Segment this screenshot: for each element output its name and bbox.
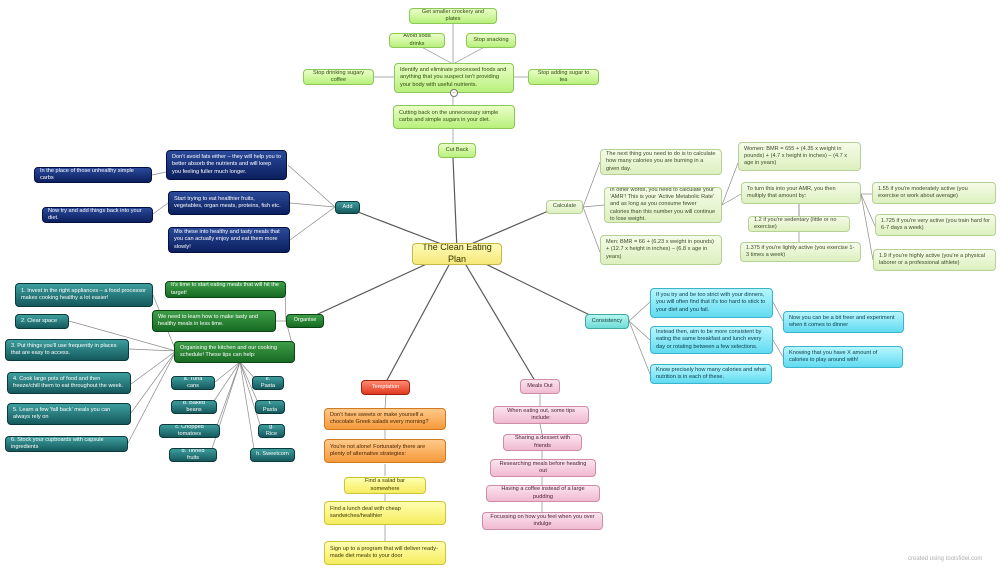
node-frequent-things[interactable]: 3. Put things you'll use frequently in p… — [5, 339, 129, 361]
node-invest-appliances[interactable]: 1. Invest in the right appliances – a fo… — [15, 283, 153, 307]
node-stock-cupboards[interactable]: 6. Stock your cupboards with capsule ing… — [5, 436, 128, 452]
node-temptation[interactable]: Temptation — [361, 380, 410, 395]
node-turn-to-amr[interactable]: To turn this into your AMR, you then mul… — [741, 182, 861, 204]
credit-text: created using toolsfidel.com — [908, 556, 983, 562]
node-clear-space[interactable]: 2. Clear space — [15, 314, 69, 329]
node-consistent-meals[interactable]: Instead then, aim to be more consistent … — [650, 326, 773, 354]
node-add-back[interactable]: Now try and add things back into your di… — [42, 207, 153, 223]
node-cut-back[interactable]: Cut Back — [438, 143, 476, 158]
node-not-alone[interactable]: You're not alone! Fortunately there are … — [324, 439, 446, 463]
node-coffee-pudding[interactable]: Having a coffee instead of a large puddi… — [486, 485, 600, 502]
node-know-calories[interactable]: Know precisely how many calories and wha… — [650, 364, 772, 384]
node-eating-out-tips[interactable]: When eating out, some tips include: — [493, 406, 589, 424]
node-factor-moderately[interactable]: 1.55 if you're moderately active (you ex… — [872, 182, 996, 204]
node-stop-snacking[interactable]: Stop snacking — [466, 33, 516, 48]
node-hit-target[interactable]: It's time to start eating meals that wil… — [165, 281, 286, 298]
node-salad-bar[interactable]: Find a salad bar somewhere — [344, 477, 426, 494]
node-over-indulge[interactable]: Focussing on how you feel when you over … — [482, 512, 603, 530]
node-factor-sedentary[interactable]: 1.2 if you're sedentary (little or no ex… — [748, 216, 850, 232]
node-rice[interactable]: g. Rice — [258, 424, 285, 438]
node-women-bmr[interactable]: Women: BMR = 655 + (4.35 x weight in pou… — [738, 142, 861, 171]
node-factor-very[interactable]: 1.725 if you're very active (you train h… — [875, 214, 996, 236]
node-amr[interactable]: In other words, you need to calculate yo… — [604, 187, 722, 223]
node-sweetcorn[interactable]: h. Sweetcorn — [250, 448, 295, 462]
collapse-badge[interactable]: – — [450, 89, 458, 97]
node-calc-intro[interactable]: The next thing you need to do is to calc… — [600, 149, 722, 175]
node-men-bmr[interactable]: Men: BMR = 66 + (6.23 x weight in pounds… — [600, 235, 722, 265]
node-simple-carbs[interactable]: In the place of those unhealthy simple c… — [34, 167, 152, 183]
node-chopped-tomatoes[interactable]: c. Chopped tomatoes — [159, 424, 220, 438]
node-organising-kitchen[interactable]: Organising the kitchen and our cooking s… — [174, 341, 295, 363]
node-meals-out[interactable]: Meals Out — [520, 379, 560, 394]
node-tinned-fruits[interactable]: d. Tinned fruits — [169, 448, 217, 462]
node-avoid-soda[interactable]: Avoid soda drinks — [389, 33, 445, 48]
node-researching-meals[interactable]: Researching meals before heading out — [490, 459, 596, 477]
node-pasta-e[interactable]: e. Pasta — [252, 376, 284, 390]
node-cutting-back[interactable]: Cutting back on the unnecessary simple c… — [393, 105, 515, 129]
node-cook-large-pots[interactable]: 4. Cook large pots of food and then free… — [7, 372, 131, 394]
node-diet-program[interactable]: Sign up to a program that will deliver r… — [324, 541, 446, 565]
node-freer-dinner[interactable]: Now you can be a bit freer and experimen… — [783, 311, 904, 333]
node-calculate[interactable]: Calculate — [546, 200, 583, 214]
node-learn-meals[interactable]: We need to learn how to make tasty and h… — [152, 310, 276, 332]
node-smaller-plates[interactable]: Get smaller crockery and plates — [409, 8, 497, 24]
node-pasta-f[interactable]: f. Pasta — [255, 400, 285, 414]
node-dont-avoid-fats[interactable]: Don't avoid fats either – they will help… — [166, 150, 287, 180]
node-fall-back-meals[interactable]: 5. Learn a few 'fall back' meals you can… — [7, 403, 131, 425]
node-lunch-deal[interactable]: Find a lunch deal with cheap sandwiches/… — [324, 501, 446, 525]
node-strict-dinners[interactable]: If you try and be too strict with your d… — [650, 288, 773, 318]
node-sugary-coffee[interactable]: Stop drinking sugary coffee — [303, 69, 374, 85]
node-factor-lightly[interactable]: 1.375 if you're lightly active (you exer… — [740, 242, 861, 262]
node-consistency[interactable]: Consistency — [585, 314, 629, 329]
node-healthier-fruits[interactable]: Start trying to eat healthier fruits, ve… — [168, 191, 290, 215]
central-topic[interactable]: The Clean Eating Plan — [412, 243, 502, 265]
node-mix-healthy-meals[interactable]: Mix these into healthy and tasty meals t… — [168, 227, 290, 253]
node-add[interactable]: Add — [335, 201, 360, 214]
node-tuna-cans[interactable]: a. Tuna cans — [171, 376, 215, 390]
node-dont-have-sweets[interactable]: Don't have sweets or make yourself a cho… — [324, 408, 446, 430]
node-factor-highly[interactable]: 1.9 if you're highly active (you're a ph… — [873, 249, 996, 271]
node-x-calories[interactable]: Knowing that you have X amount of calori… — [783, 346, 903, 368]
node-organise[interactable]: Organise — [286, 314, 324, 328]
node-sugar-tea[interactable]: Stop adding sugar to tea — [528, 69, 599, 85]
node-baked-beans[interactable]: b. Baked beans — [171, 400, 217, 414]
node-sharing-dessert[interactable]: Sharing a dessert with friends — [503, 434, 582, 451]
